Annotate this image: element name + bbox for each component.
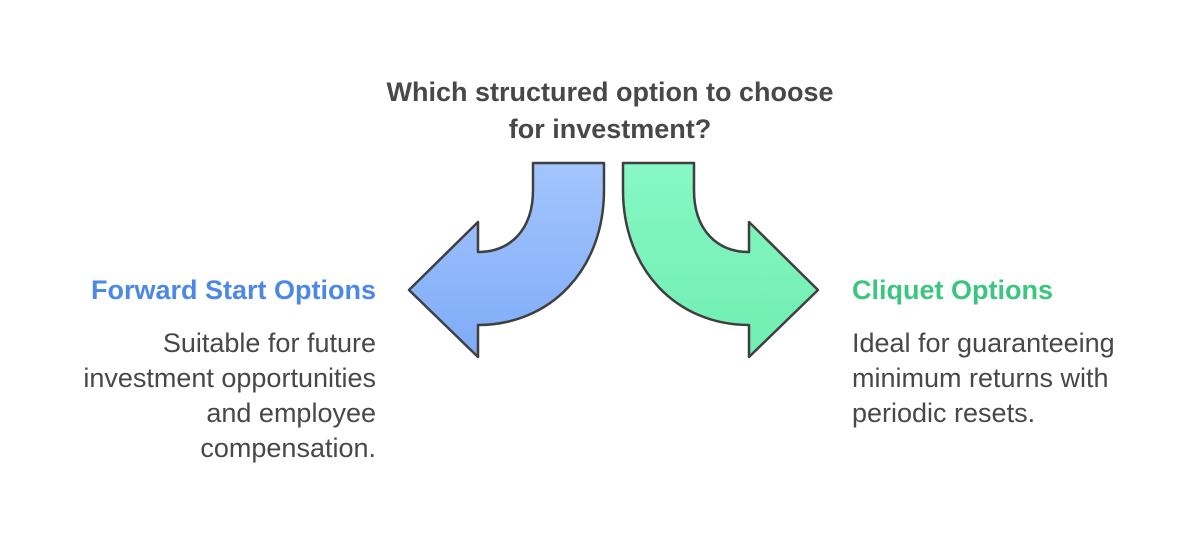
diagram-title: Which structured option to choose for in… bbox=[346, 74, 874, 148]
forward-start-desc-line: investment opportunities bbox=[83, 363, 376, 393]
left-curved-arrow-icon bbox=[407, 161, 606, 359]
cliquet-desc-line: minimum returns with bbox=[852, 363, 1109, 393]
forward-start-options-description: Suitable for future investment opportuni… bbox=[16, 326, 376, 466]
cliquet-desc-line: Ideal for guaranteeing bbox=[852, 328, 1115, 358]
right-curved-arrow-icon bbox=[621, 161, 820, 359]
diagram-title-line-2: for investment? bbox=[508, 114, 712, 144]
forward-start-desc-line: and employee bbox=[206, 398, 376, 428]
forward-start-options-heading: Forward Start Options bbox=[90, 275, 376, 305]
cliquet-options-description: Ideal for guaranteeing minimum returns w… bbox=[852, 326, 1172, 431]
forward-start-desc-line: compensation. bbox=[200, 433, 376, 463]
cliquet-desc-line: periodic resets. bbox=[852, 398, 1036, 428]
forward-start-desc-line: Suitable for future bbox=[162, 328, 376, 358]
diagram-title-line-1: Which structured option to choose bbox=[386, 77, 834, 107]
cliquet-options-heading: Cliquet Options bbox=[852, 275, 1053, 305]
